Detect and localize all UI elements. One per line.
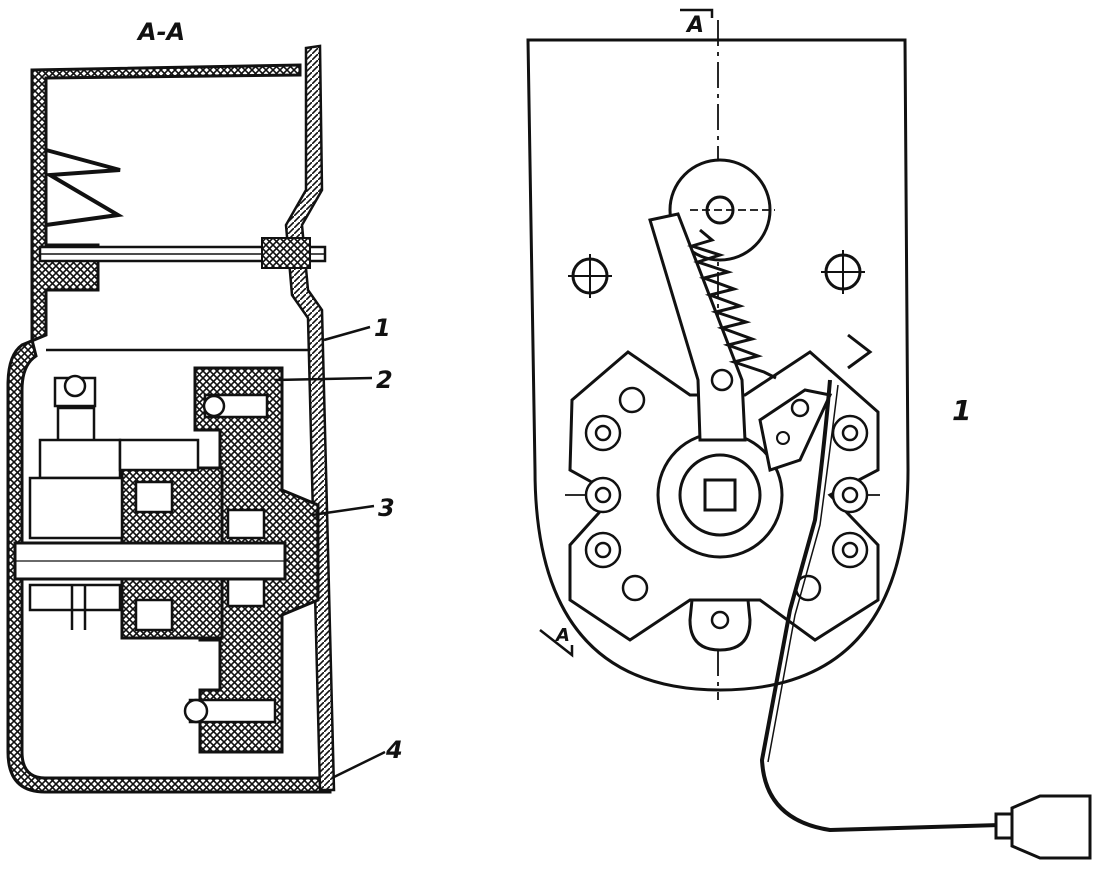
section-title: A-A [136, 18, 185, 46]
section-view: A-A [6, 18, 403, 794]
contact-spring [43, 148, 124, 227]
contact-screws [584, 386, 869, 602]
pawl [758, 388, 833, 472]
central-hub [656, 431, 784, 559]
main-shaft [13, 541, 290, 581]
cover-wall [284, 44, 336, 792]
tie-rod [38, 237, 327, 269]
mounting-hole-right [821, 250, 865, 294]
callout-3: 3 [378, 494, 395, 522]
callout-2: 2 [376, 366, 393, 394]
side-mark: 1 [952, 394, 971, 427]
callout-4: 4 [385, 736, 403, 764]
spring-anchor-disc [668, 158, 775, 262]
section-marker-bottom: A [554, 625, 570, 646]
cable [759, 379, 1001, 833]
upper-bolt [202, 393, 269, 419]
section-marker-top: A [685, 13, 704, 38]
coil-spring [686, 228, 777, 380]
lower-lobe [688, 598, 752, 652]
callout-leaders [274, 325, 386, 780]
front-view: A [526, 8, 1092, 860]
contact-assembly [28, 374, 200, 630]
plug [994, 794, 1092, 860]
mounting-hole-left [568, 254, 612, 298]
callout-1: 1 [374, 314, 391, 342]
lower-bolt [183, 698, 277, 724]
